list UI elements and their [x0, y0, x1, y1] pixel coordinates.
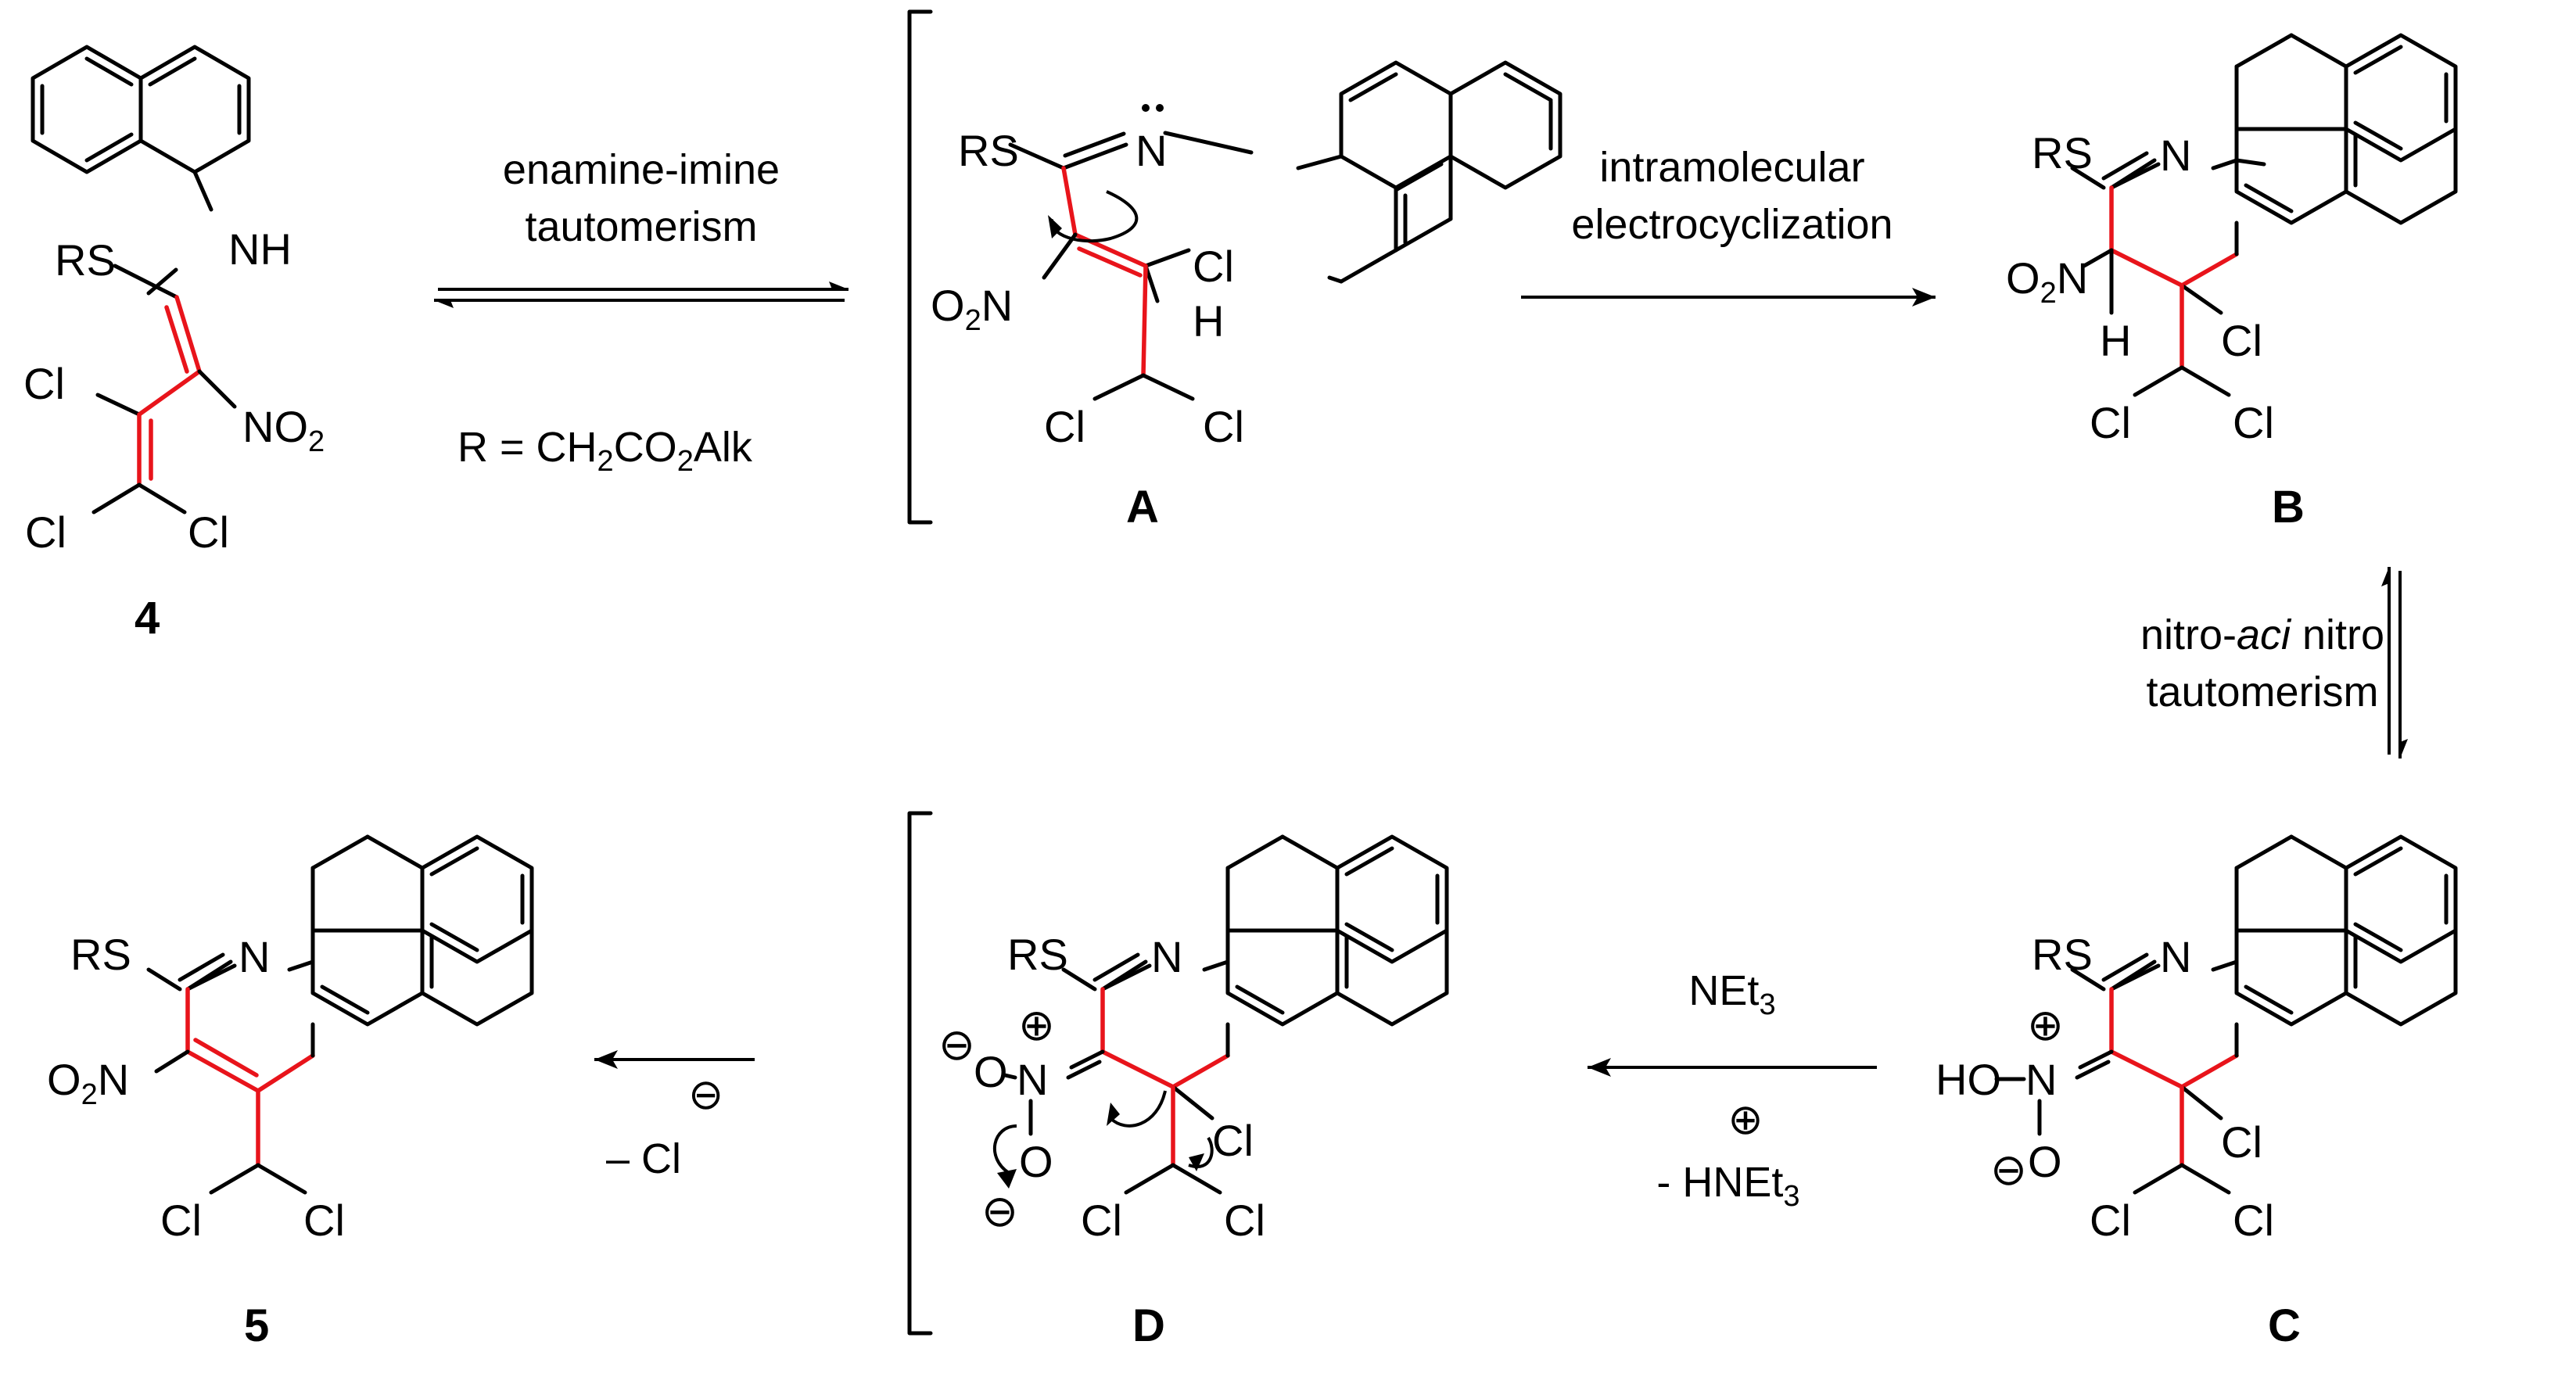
charge-minus: ⊖	[938, 1020, 975, 1069]
condition-electrocyclization: electrocyclization	[1571, 201, 1893, 248]
atom-nh: NH	[228, 224, 292, 274]
charge-plus: ⊕	[1727, 1096, 1763, 1143]
atom-cl: Cl	[2221, 1117, 2262, 1167]
equilibrium-arrow-vertical: nitro-aci nitro tautomerism	[2140, 567, 2408, 758]
atom-rs: RS	[958, 126, 1019, 175]
condition-r-definition: R = CH2CO2Alk	[457, 424, 753, 478]
equilibrium-arrow-1: enamine-imine tautomerism R = CH2CO2Alk	[434, 146, 849, 478]
atom-cl: Cl	[2233, 1196, 2274, 1245]
atom-rs: RS	[2032, 128, 2093, 178]
charge-plus: ⊕	[1018, 1000, 1055, 1049]
intermediate-C: RS N N ⊕ HO O ⊖ Cl Cl Cl C	[1936, 834, 2458, 1351]
condition-nitro-aci: nitro-aci nitro	[2140, 611, 2384, 658]
atom-cl: Cl	[303, 1196, 345, 1245]
atom-n: N	[2025, 1055, 2057, 1104]
intermediate-A: RS N Cl H O2N Cl Cl A	[907, 9, 1562, 533]
atom-n: N	[239, 932, 270, 981]
atom-cl: Cl	[1193, 242, 1234, 291]
atom-rs: RS	[55, 235, 116, 285]
intermediate-D: RS N N ⊕ O ⊖ O ⊖ Cl Cl Cl D	[907, 811, 1449, 1351]
atom-cl: Cl	[1212, 1116, 1254, 1165]
charge-minus: ⊖	[688, 1071, 723, 1118]
arrow-electrocyclization: intramolecular electrocyclization	[1521, 144, 1936, 307]
charge-minus: ⊖	[1990, 1145, 2027, 1194]
label-compound-4: 4	[135, 593, 160, 644]
intermediate-B: RS N O2N H Cl Cl Cl B	[2006, 33, 2458, 533]
condition-intramolecular: intramolecular	[1599, 144, 1864, 191]
atom-cl: Cl	[2221, 316, 2262, 365]
condition-hnet3: - HNEt3	[1656, 1159, 1799, 1213]
condition-tautomerism: tautomerism	[525, 203, 757, 250]
atom-cl: Cl	[160, 1196, 202, 1245]
atom-cl: Cl	[2233, 398, 2274, 447]
charge-plus: ⊕	[2027, 1000, 2064, 1049]
atom-o: O	[974, 1047, 1008, 1096]
arrow-deprotonation: NEt3 ⊕ - HNEt3	[1588, 967, 1877, 1213]
atom-cl: Cl	[25, 507, 66, 557]
atom-rs: RS	[1007, 930, 1068, 979]
label-intermediate-A: A	[1126, 482, 1159, 533]
product-5: RS N O2N Cl Cl 5	[47, 834, 534, 1351]
atom-n: N	[1151, 932, 1182, 981]
atom-ho: HO	[1936, 1055, 2001, 1104]
atom-o: O	[1019, 1137, 1053, 1186]
atom-cl: Cl	[2090, 398, 2131, 447]
atom-cl: Cl	[1224, 1196, 1265, 1245]
label-intermediate-C: C	[2268, 1300, 2301, 1351]
atom-n: N	[1017, 1055, 1048, 1104]
atom-no2: NO2	[242, 402, 325, 458]
label-product-5: 5	[244, 1300, 269, 1351]
label-intermediate-B: B	[2272, 482, 2305, 533]
atom-rs: RS	[2032, 930, 2093, 979]
condition-net3: NEt3	[1688, 967, 1775, 1021]
atom-cl: Cl	[2090, 1196, 2131, 1245]
atom-h: H	[1193, 296, 1224, 346]
atom-n: N	[2160, 932, 2191, 981]
atom-h: H	[2100, 316, 2131, 365]
lone-pair-dot	[1142, 104, 1150, 112]
condition-tautomerism: tautomerism	[2146, 669, 2378, 715]
atom-cl: Cl	[1044, 402, 1085, 451]
arrow-elimination: – Cl ⊖	[594, 1050, 755, 1182]
atom-cl: Cl	[188, 507, 229, 557]
atom-o2n: O2N	[2006, 253, 2088, 310]
atom-o: O	[2028, 1137, 2062, 1186]
condition-enamine-imine: enamine-imine	[503, 146, 780, 193]
condition-minus-cl: – Cl	[606, 1135, 681, 1182]
label-intermediate-D: D	[1132, 1300, 1165, 1351]
atom-cl: Cl	[1081, 1196, 1122, 1245]
atom-rs: RS	[70, 930, 131, 979]
atom-cl: Cl	[1203, 402, 1244, 451]
compound-4: NH RS Cl NO2 Cl Cl 4	[23, 45, 325, 644]
atom-n: N	[1136, 126, 1167, 175]
atom-n: N	[2160, 131, 2191, 180]
atom-o2n: O2N	[47, 1055, 129, 1111]
charge-minus: ⊖	[981, 1186, 1018, 1235]
atom-o2n: O2N	[931, 281, 1013, 337]
lone-pair-dot	[1156, 104, 1164, 112]
atom-cl: Cl	[23, 359, 65, 408]
